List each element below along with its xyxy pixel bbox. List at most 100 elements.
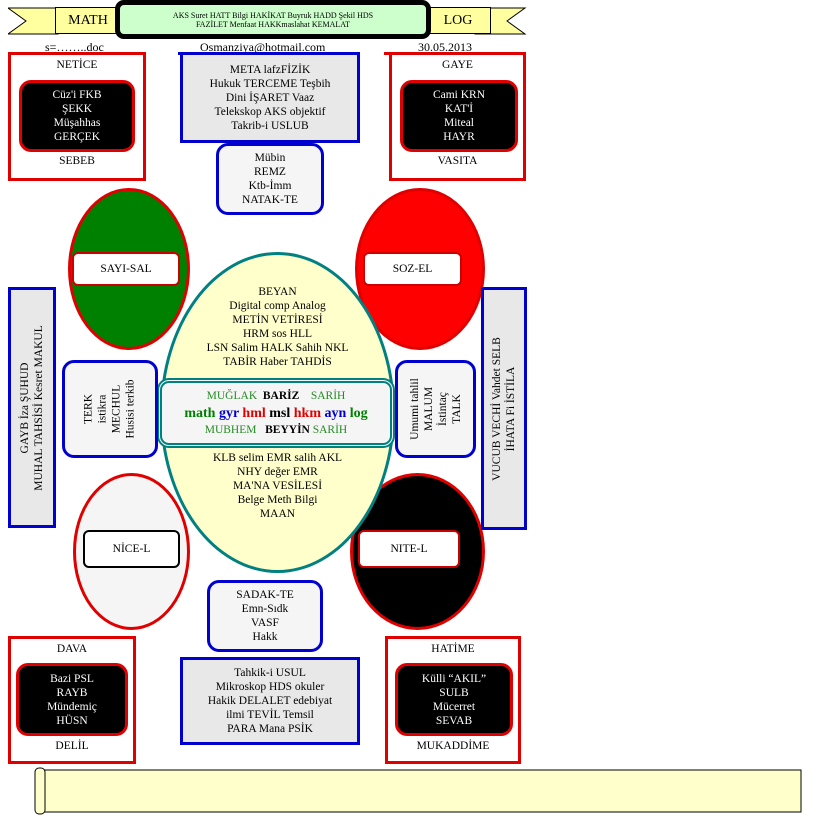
dava-title: DAVA [56, 643, 88, 655]
word: hkm [293, 405, 321, 421]
line: PARA Mana PSİK [227, 723, 313, 735]
klb-text: KLB selim EMR salih AKL NHY değer EMR MA'N… [160, 451, 395, 521]
line: SULB [439, 686, 469, 699]
word: SARİH [310, 389, 346, 402]
line: Hukuk TERCEME Teşbih [209, 77, 331, 90]
band-row-3: MUBHEM BEYYİN SARİH [205, 422, 348, 439]
word: BEYYİN [265, 423, 310, 436]
line: REMZ [254, 166, 286, 178]
line: GERÇEK [54, 131, 100, 143]
date: 30.05.2013 [418, 40, 472, 54]
line: İHATA Fi İSTİLA [505, 366, 517, 451]
line: VASF [251, 617, 279, 629]
word: hml [242, 405, 266, 421]
line: Cami KRN [432, 89, 486, 101]
nice-l-label: NİCE-L [83, 530, 180, 568]
line: Emn-Sıdk [241, 603, 289, 615]
line: Külli “AKIL” [421, 672, 487, 685]
header-center-box: AKS Suret HATT Bilgi HAKİKAT Buyruk HADD… [115, 0, 431, 39]
line: META lafzFİZİK [229, 63, 311, 76]
line: Mübin [254, 152, 286, 164]
line: Mikroskop HDS okuler [215, 681, 325, 693]
line: TALK [450, 394, 463, 424]
line: Müşahhas [53, 117, 101, 129]
header-line-2: FAZİLET Menfaat HAKKmaslahat KEMALAT [195, 19, 351, 29]
line: BEYAN [258, 286, 297, 298]
line: HRM sos HLL [242, 328, 312, 340]
line: istikra [96, 394, 109, 424]
line: TABİR Haber TAHDİS [223, 356, 332, 368]
line: MUHAL TAHSİSİ Kesret MAKUL [33, 324, 45, 491]
line: Digital comp Analog [229, 300, 326, 312]
line: Mündemiç [47, 700, 97, 713]
line: HAYR [443, 131, 475, 143]
line: KAT'İ [444, 103, 474, 115]
scroll-banner [34, 767, 802, 815]
band-row-1: MUĞLAK BARİZ SARİH [207, 388, 346, 405]
band-row-2: math gyr hml msl hkm ayn log [184, 405, 367, 422]
word: msl [269, 405, 291, 421]
line: Cüz'i FKB [52, 89, 102, 101]
line: NHY değer EMR [237, 466, 318, 478]
line: Husisi terkib [124, 379, 137, 439]
line: MALUM [422, 386, 435, 432]
line: ŞEKK [61, 103, 93, 115]
line: Takrib-i USLUB [231, 119, 309, 132]
word: gyr [218, 405, 239, 421]
line: Bazi PSL [50, 672, 94, 685]
math-label: MATH [55, 7, 121, 34]
line: Umumi tahlil [408, 378, 421, 440]
line: Miteal [443, 117, 475, 129]
line: Ktb-İmm [248, 180, 292, 192]
line: RAYB [56, 686, 88, 699]
line: Mücerret [432, 700, 476, 713]
line: NATAK-TE [242, 194, 298, 206]
file-name: s=……..doc [45, 40, 104, 54]
email: Osmanziya@hotmail.com [200, 40, 326, 54]
netice-title: NETİCE [56, 59, 98, 71]
center-band: MUĞLAK BARİZ SARİH math gyr hml msl hkm … [157, 378, 395, 448]
soz-el-label: SOZ-EL [363, 252, 462, 286]
word: MUBHEM [204, 423, 257, 436]
word: log [349, 405, 368, 421]
line: Belge Meth Bilgi [237, 494, 318, 506]
line: İstintaç [436, 392, 449, 426]
line: MAAN [259, 508, 296, 520]
line: ilmi TEVİL Temsil [226, 709, 314, 721]
sebeb-footer: SEBEB [59, 155, 95, 167]
line: Hakik DELALET edebiyat [207, 695, 333, 707]
mukaddime-footer: MUKADDİME [416, 740, 490, 752]
line: SEVAB [435, 714, 473, 727]
line: LSN Salim HALK Sahih NKL [206, 342, 349, 354]
word: SARİH [312, 423, 348, 436]
hatime-title: HATİME [431, 643, 475, 655]
header-line-1: AKS Suret HATT Bilgi HAKİKAT Buyruk HADD… [172, 10, 374, 20]
gaye-title: GAYE [442, 59, 473, 71]
line: MA'NA VESİLESİ [232, 480, 323, 492]
line: SADAK-TE [236, 589, 294, 601]
nite-l-label: NITE-L [358, 530, 460, 568]
line: KLB selim EMR salih AKL [212, 452, 343, 464]
line: Dini İŞARET Vaaz [225, 91, 315, 104]
line: HÜSN [56, 714, 88, 727]
